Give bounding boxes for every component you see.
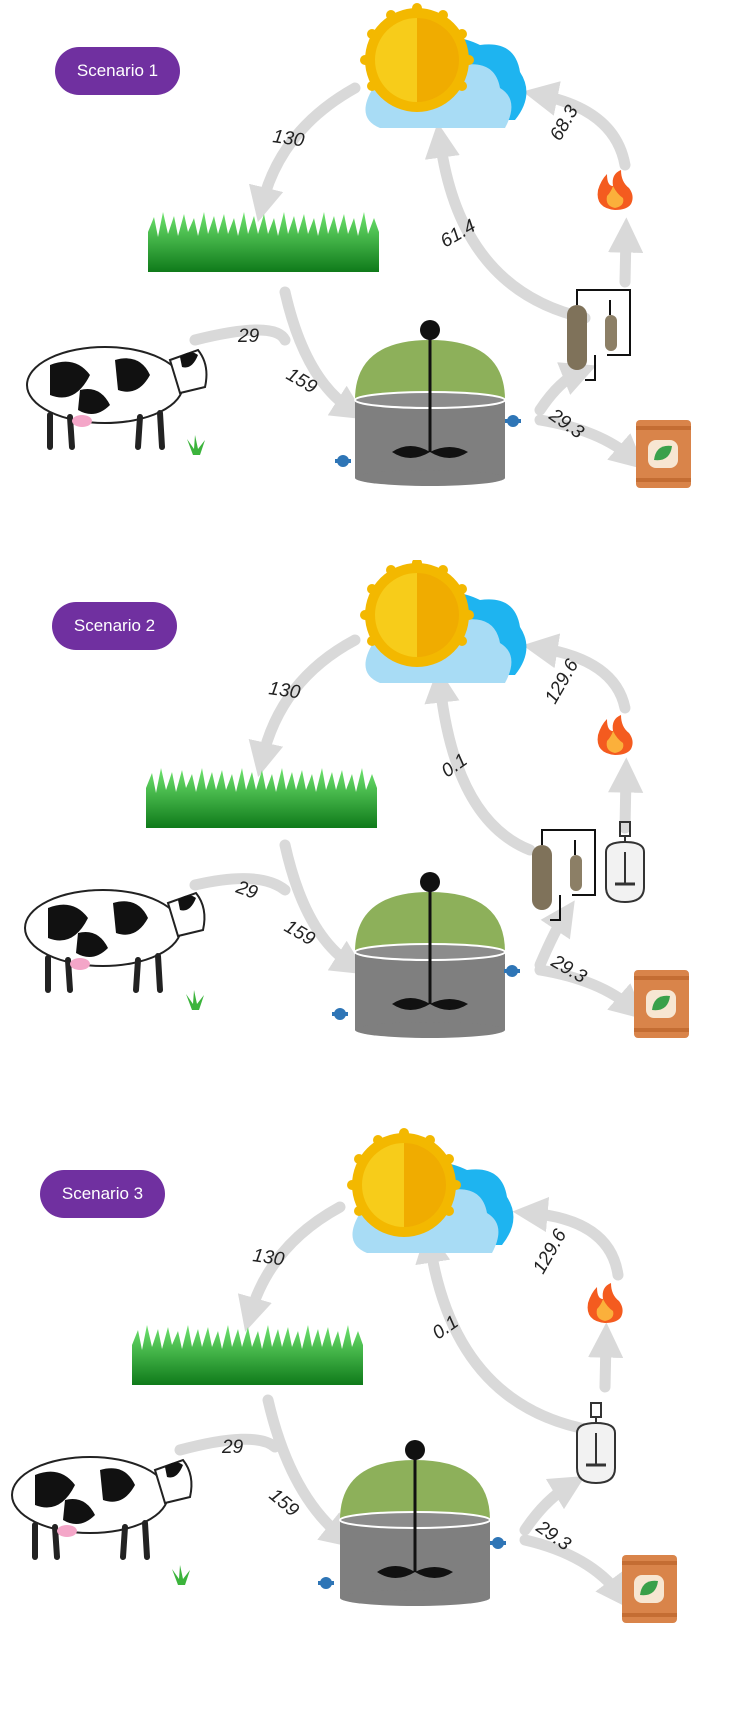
arrow-cow-to-digester xyxy=(189,324,291,346)
arrow-grass-to-digester xyxy=(279,839,367,975)
valve-icon xyxy=(332,1008,348,1020)
flow-cow-to-digester: 29 xyxy=(221,1437,244,1458)
arrow-atmosphere-to-grass xyxy=(237,1201,346,1332)
arrow-upgrade-to-flame xyxy=(608,217,644,288)
grass-icon xyxy=(148,212,379,272)
upgrading-column-icon xyxy=(567,289,631,381)
scenario-label: Scenario 1 xyxy=(55,47,180,95)
valve-icon xyxy=(490,1537,506,1549)
sun-cloud-icon xyxy=(360,560,527,683)
arrow-flame-to-atmosphere xyxy=(522,633,631,714)
arrow-reactor-to-flame xyxy=(608,757,644,834)
arrow-flame-to-atmosphere xyxy=(512,1197,624,1281)
arrow-upgrade-to-atmosphere xyxy=(424,667,536,856)
grass-icon xyxy=(132,1325,363,1385)
arrow-flame-to-atmosphere xyxy=(522,81,631,171)
methanation-reactor-icon xyxy=(576,1402,616,1485)
biodigester-icon xyxy=(354,320,506,486)
flow-flame-to-atm: 129.6 xyxy=(529,1225,571,1277)
arrow-reactor-to-flame xyxy=(588,1322,624,1393)
flame-icon xyxy=(587,1283,623,1323)
flow-atm-to-grass: 130 xyxy=(267,678,302,703)
flow-flame-to-atm: 129.6 xyxy=(541,655,583,707)
scenario-2-panel: Scenario 2 130 29 159 0.1 129.6 29.3 xyxy=(0,560,755,1120)
grass-icon xyxy=(146,768,377,828)
arrow-digester-to-fertilizer xyxy=(534,414,646,470)
arrow-cow-to-digester xyxy=(189,873,291,896)
arrow-grass-to-digester xyxy=(279,286,367,420)
arrow-atmosphere-to-grass xyxy=(248,634,361,778)
flame-icon xyxy=(597,715,633,755)
flow-cow-to-digester: 29 xyxy=(237,326,260,347)
biodigester-icon xyxy=(339,1440,491,1606)
arrow-digester-to-reactor xyxy=(519,1475,586,1536)
flow-atm-to-grass: 130 xyxy=(271,126,306,151)
upgrading-column-icon xyxy=(532,829,596,921)
fertilizer-bag-icon xyxy=(636,420,691,488)
valve-icon xyxy=(505,415,521,427)
scenario-1-panel: Scenario 1 130 29 159 61.4 68.3 29.3 xyxy=(0,0,755,560)
sun-cloud-icon xyxy=(360,3,527,128)
cow-icon xyxy=(11,1456,193,1560)
small-plant-icon xyxy=(186,990,204,1010)
flow-digester-to-fert: 29.3 xyxy=(544,404,588,443)
scenario-3-panel: Scenario 3 130 29 159 0.1 129.6 29.3 xyxy=(0,1125,755,1722)
arrow-upgrade-to-atmosphere xyxy=(424,122,591,324)
small-plant-icon xyxy=(172,1565,190,1585)
methanation-reactor-icon xyxy=(605,821,645,904)
small-plant-icon xyxy=(187,435,205,455)
arrow-cow-to-digester xyxy=(174,1433,281,1456)
arrow-atmosphere-to-grass xyxy=(249,82,361,223)
arrow-digester-to-fertilizer xyxy=(519,1534,631,1610)
valve-icon xyxy=(504,965,520,977)
cow-icon xyxy=(26,346,208,450)
flame-icon xyxy=(597,170,633,210)
flow-atm-to-grass: 130 xyxy=(251,1245,286,1270)
arrow-digester-to-fertilizer xyxy=(534,964,646,1020)
scenario-label: Scenario 2 xyxy=(52,602,177,650)
sun-cloud-icon xyxy=(347,1128,514,1253)
fertilizer-bag-icon xyxy=(622,1555,677,1623)
biodigester-icon xyxy=(354,872,506,1038)
scenario-label: Scenario 3 xyxy=(40,1170,165,1218)
arrow-reactor-to-atmosphere xyxy=(415,1227,596,1436)
fertilizer-bag-icon xyxy=(634,970,689,1038)
arrow-digester-to-upgrade xyxy=(534,362,597,416)
arrow-grass-to-digester xyxy=(262,1394,356,1549)
arrow-digester-to-upgrade xyxy=(534,900,575,971)
valve-icon xyxy=(335,455,351,467)
cow-icon xyxy=(24,889,206,993)
valve-icon xyxy=(318,1577,334,1589)
